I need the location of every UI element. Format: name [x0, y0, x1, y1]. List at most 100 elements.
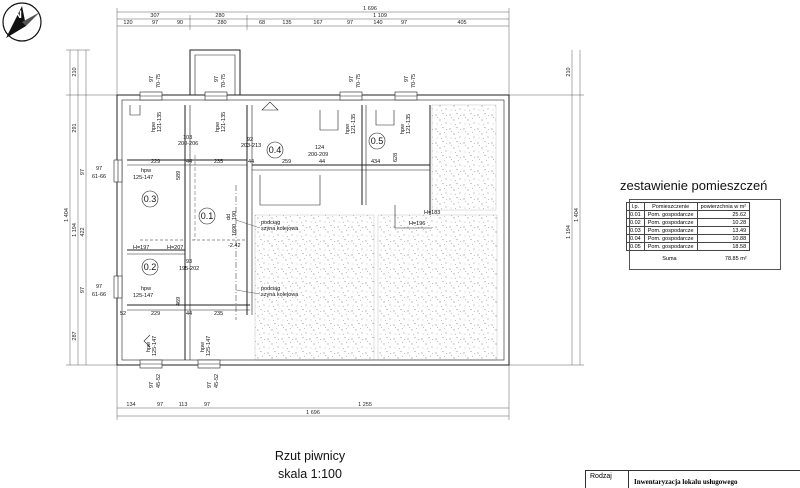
- cell-name: Pom. gospodarcze: [643, 234, 698, 243]
- dim-bottom-d3: 113: [179, 402, 188, 408]
- door-height: 200-209: [308, 152, 328, 158]
- measure: 190: [232, 211, 238, 220]
- height-mark: H=207: [167, 245, 183, 251]
- hpw-value: 121-135: [157, 112, 163, 132]
- cell-name: Pom. gospodarcze: [643, 226, 698, 235]
- summary-title: zestawienie pomieszczeń: [620, 178, 768, 193]
- hpw-label: hpw: [400, 124, 406, 134]
- cell-area: 18.58: [696, 242, 751, 251]
- measure: 52: [120, 311, 126, 317]
- dim-left-p6: 97: [80, 287, 86, 293]
- win-left-2: 97: [96, 284, 102, 290]
- cell-name: Pom. gospodarcze: [643, 242, 698, 251]
- dim-bottom-total: 1 696: [306, 410, 320, 416]
- height-mark: H=183: [424, 210, 440, 216]
- measure: 44: [248, 159, 254, 165]
- interior-measurements: 229 44 235 44 259 44 434 229 44 235 52 5…: [120, 153, 440, 317]
- hpw-value: 121-135: [351, 114, 357, 134]
- dim-top-mid-3: 1 109: [373, 13, 387, 19]
- win-top-1b: 70-75: [156, 74, 162, 88]
- dim-bottom-d5: 1 255: [358, 402, 372, 408]
- door-height: 195-202: [179, 266, 199, 272]
- windows: [113, 91, 418, 369]
- door-height: 200-206: [178, 141, 198, 147]
- summary-header-row: l.p. Pomieszczenie powierzchnia w m²: [626, 202, 751, 211]
- table-row: 0.05 Pom. gospodarcze 18.58: [626, 242, 751, 251]
- dim-right-p1: 210: [566, 67, 572, 76]
- measure: 589: [176, 171, 182, 180]
- cell-lp: 0.01: [626, 210, 645, 219]
- cell-lp: 0.04: [626, 234, 645, 243]
- title-block-project-title: Inwentaryzacja lokalu usługowego: [634, 478, 738, 486]
- dim-top-d5: 68: [259, 20, 265, 26]
- right-dimensions: [509, 50, 584, 366]
- cell-area: 10.88: [696, 234, 751, 243]
- hpw-labels: hpw 121-135 hpw 121-135 hpw 121-135 hpw …: [133, 112, 412, 356]
- dim-top-d9: 140: [373, 20, 382, 26]
- col-area: powierzchnia w m²: [696, 202, 751, 211]
- dim-top-d8: 97: [347, 20, 353, 26]
- dim-top-d1: 120: [123, 20, 132, 26]
- dim-right-total: 1 404: [574, 208, 580, 222]
- measure: 1690: [232, 224, 238, 236]
- cell-name: Pom. gospodarcze: [643, 210, 698, 219]
- dim-left-p4: 1 194: [72, 223, 78, 237]
- walls: [116, 49, 510, 366]
- bottom-dimensions: [116, 365, 510, 420]
- dim-left-p3: 97: [80, 169, 86, 175]
- door-width: 93: [186, 259, 192, 265]
- beam-type: szyna kolejowa: [261, 226, 299, 232]
- dim-top-d2: 97: [152, 20, 158, 26]
- dim-left-total: 1 404: [64, 208, 70, 222]
- cell-area: 25.62: [696, 210, 751, 219]
- dim-right-p2: 1 194: [566, 225, 572, 239]
- cell-lp: 0.03: [626, 226, 645, 235]
- cell-area: 13.49: [696, 226, 751, 235]
- room-label-0-5: 0.5: [371, 136, 384, 146]
- summary-total-row: Suma 78.85 m²: [627, 251, 750, 263]
- door-height: 203-213: [241, 143, 261, 149]
- height-mark: H=197: [133, 245, 149, 251]
- room-label-0-4: 0.4: [269, 145, 282, 155]
- measure: 44: [186, 311, 192, 317]
- room-labels: 0.1 0.2 0.3 0.4 0.5: [141, 132, 386, 276]
- win-top-3b: 70-75: [356, 74, 362, 88]
- left-dimensions: [66, 49, 117, 366]
- drawing-scale: skala 1:100: [278, 467, 342, 481]
- win-top-4b: 70-75: [411, 74, 417, 88]
- drawing-title: Rzut piwnicy: [274, 449, 346, 463]
- total-value: 78.85 m²: [724, 256, 747, 262]
- room-label-0-1: 0.1: [201, 211, 214, 221]
- table-row: 0.02 Pom. gospodarcze 10.28: [626, 218, 751, 227]
- measure: 259: [282, 159, 291, 165]
- dim-top-d10: 97: [401, 20, 407, 26]
- dim-left-p1: 210: [72, 67, 78, 76]
- window-labels: 97 70-75 97 70-75 97 70-75 97 70-75 97 6…: [92, 74, 417, 388]
- dim-top-d3: 90: [177, 20, 183, 26]
- dim-left-p5: 422: [80, 227, 86, 236]
- measure: dd: [226, 214, 232, 220]
- hpw-label: hpw: [141, 168, 151, 174]
- measure: 469: [176, 297, 182, 306]
- cell-lp: 0.05: [626, 242, 645, 251]
- level-mark: -2.42: [228, 243, 241, 249]
- measure: 434: [371, 159, 380, 165]
- hpw-label: hpw: [200, 342, 206, 352]
- hpw-value: 125-147: [133, 175, 153, 181]
- top-dimensions: [116, 8, 510, 95]
- dim-top-d7: 167: [313, 20, 322, 26]
- win-top-4: 97: [404, 76, 410, 82]
- title-block-divider: [628, 471, 629, 488]
- win-top-1: 97: [149, 76, 155, 82]
- measure: 235: [214, 311, 223, 317]
- win-bottom-1b: 45-52: [156, 374, 162, 388]
- win-bottom-2: 97: [207, 382, 213, 388]
- table-row: 0.01 Pom. gospodarcze 25.62: [626, 210, 751, 219]
- hpw-value: 125-147: [152, 336, 158, 356]
- title-block-kind-label: Rodzaj: [590, 473, 612, 480]
- col-name: Pomieszczenie: [643, 202, 698, 211]
- height-mark: H=196: [409, 221, 425, 227]
- table-row: 0.03 Pom. gospodarcze 13.49: [626, 226, 751, 235]
- hpw-label: hpw: [345, 124, 351, 134]
